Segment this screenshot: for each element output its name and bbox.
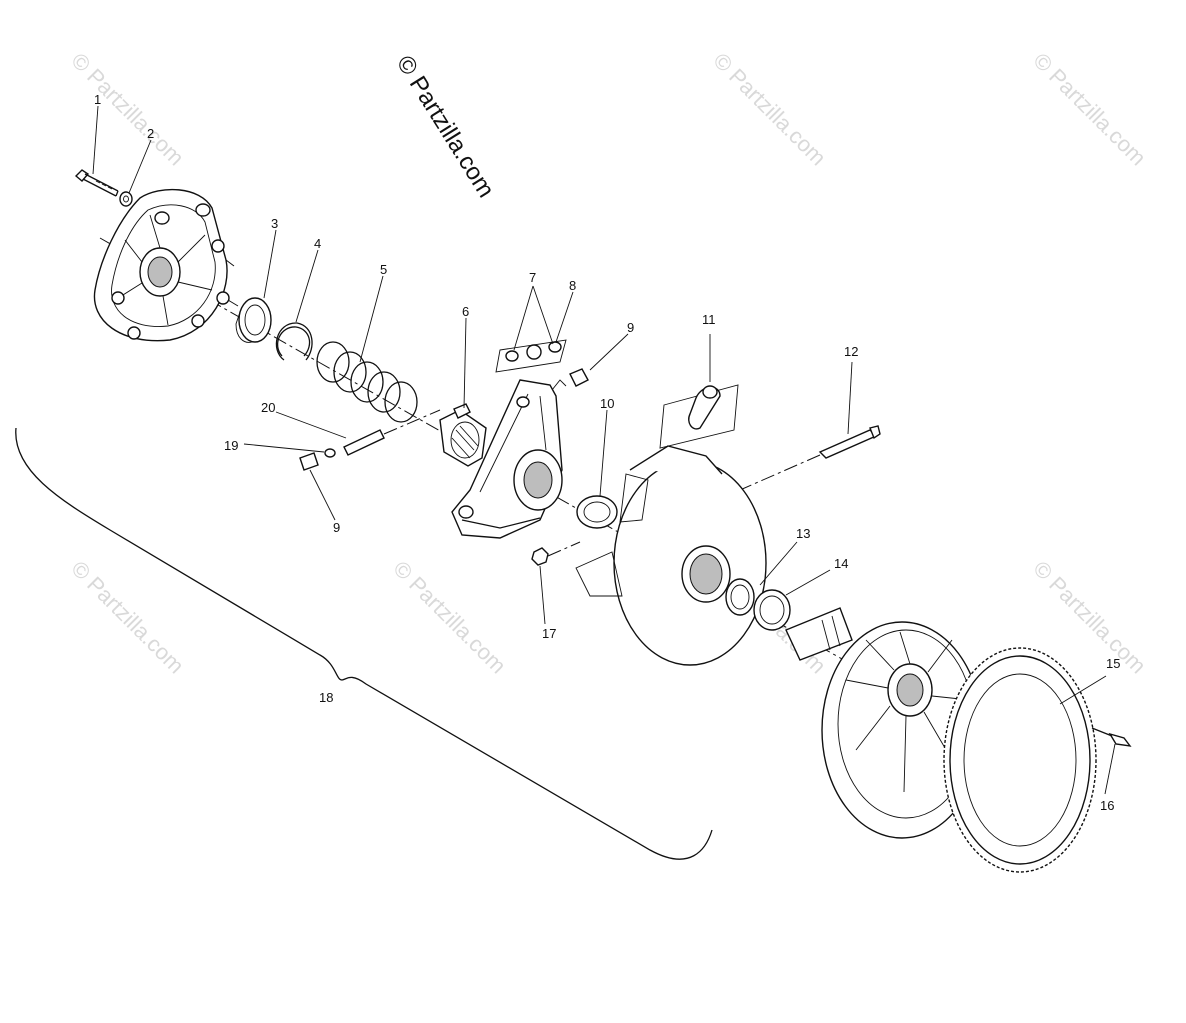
part-ring-gear — [943, 647, 1097, 873]
part-bushing — [235, 297, 272, 343]
watermark-faded: © Partzilla.com — [388, 556, 511, 679]
part-snap-ring — [275, 322, 313, 361]
callout-20: 20 — [261, 400, 275, 415]
part-screw — [1091, 727, 1132, 747]
part-weight — [659, 384, 739, 449]
callout-11: 11 — [702, 312, 716, 327]
part-moveable-sheave — [575, 445, 767, 666]
watermark-main: © Partzilla.com — [391, 51, 500, 202]
part-cover-plate — [93, 188, 239, 342]
assembly-brace — [15, 427, 713, 860]
watermark-faded: © Partzilla.com — [1028, 48, 1151, 171]
part-ring — [576, 495, 618, 529]
part-roller-upper — [551, 368, 589, 391]
callout-9-lower: 9 — [333, 520, 340, 535]
callout-2: 2 — [147, 126, 154, 141]
callout-18: 18 — [319, 690, 333, 705]
part-bolt — [74, 169, 119, 197]
part-spider — [439, 403, 487, 467]
callout-9-upper: 9 — [627, 320, 634, 335]
callout-5: 5 — [380, 262, 387, 277]
watermark-faded: © Partzilla.com — [66, 48, 189, 171]
part-washers-set — [495, 339, 567, 373]
part-seal-ring — [753, 589, 791, 631]
part-pin — [343, 409, 441, 456]
callout-17: 17 — [542, 626, 556, 641]
leader-lines — [92, 105, 1116, 795]
callout-10: 10 — [600, 396, 614, 411]
callout-labels: 1 2 3 4 5 6 7 8 9 9 10 11 12 13 14 15 16… — [94, 92, 1120, 813]
callout-13: 13 — [796, 526, 810, 541]
part-washer — [119, 191, 133, 207]
part-fixed-sheave — [785, 607, 983, 839]
callout-16: 16 — [1100, 798, 1114, 813]
callout-8: 8 — [569, 278, 576, 293]
callout-4: 4 — [314, 236, 321, 251]
callout-3: 3 — [271, 216, 278, 231]
watermark-faded: © Partzilla.com — [66, 556, 189, 679]
callout-19: 19 — [224, 438, 238, 453]
callout-14: 14 — [834, 556, 848, 571]
part-long-pin — [739, 425, 881, 491]
watermark-faded: © Partzilla.com — [708, 48, 831, 171]
part-roller — [299, 448, 336, 471]
part-spider-arm — [451, 379, 563, 539]
callout-12: 12 — [844, 344, 858, 359]
part-nut — [531, 541, 581, 566]
callout-15: 15 — [1106, 656, 1120, 671]
callout-1: 1 — [94, 92, 101, 107]
part-bushing-small — [725, 578, 755, 616]
callout-7: 7 — [529, 270, 536, 285]
callout-6: 6 — [462, 304, 469, 319]
watermark-group: © Partzilla.com © Partzilla.com © Partzi… — [66, 48, 1151, 679]
part-spring — [316, 341, 418, 423]
